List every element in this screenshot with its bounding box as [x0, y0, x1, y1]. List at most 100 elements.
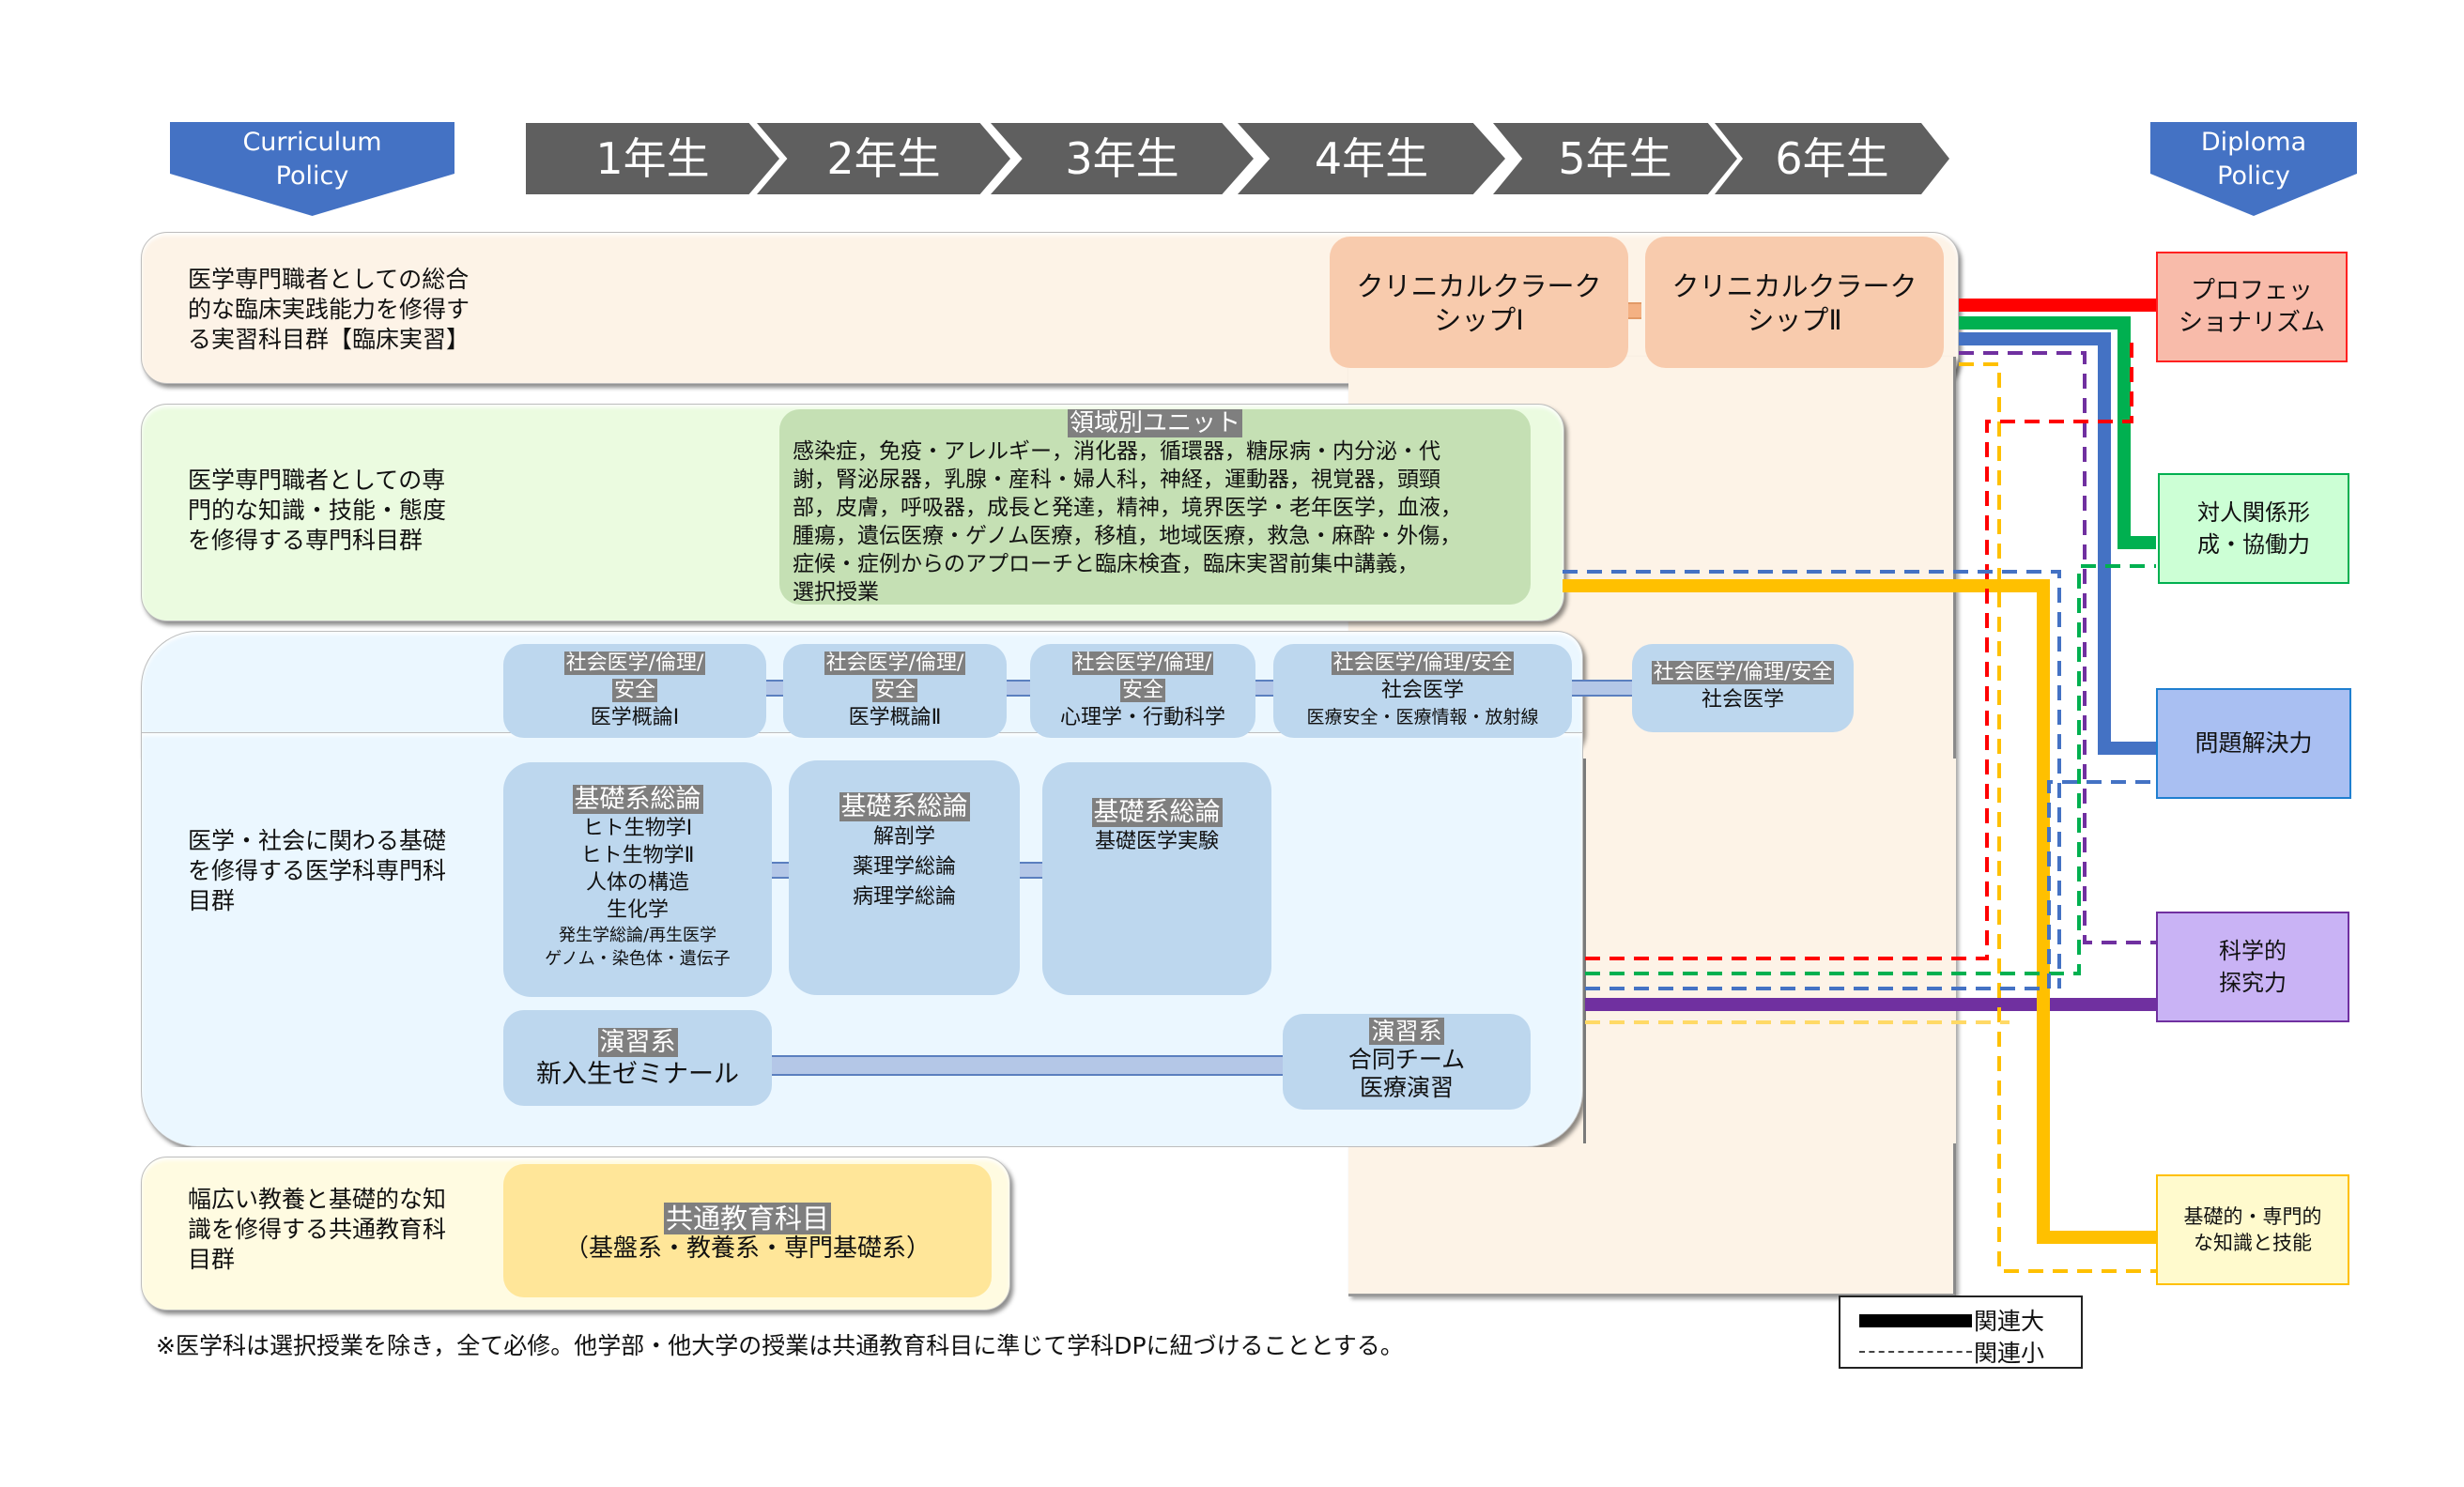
- footnote: ※医学科は選択授業を除き，全て必修。他学部・他大学の授業は共通教育科目に準じて学…: [156, 1332, 1404, 1359]
- category-tag: 安全: [611, 679, 657, 702]
- clerkship-2: クリニカルクラーク シップⅡ: [1645, 237, 1944, 368]
- basic-band-label: 医学・社会に関わる基礎 を修得する医学科専門科 目群: [188, 826, 446, 916]
- foundation-course-1: 基礎系総論 ヒト生物学Ⅰ ヒト生物学Ⅱ 人体の構造 生化学 発生学総論/再生医学…: [503, 762, 772, 997]
- legend-strong-label: 関連大: [1974, 1308, 2045, 1335]
- course-name: 病理学総論: [852, 885, 956, 909]
- label-line: を修得する医学科専門科: [188, 857, 447, 884]
- clerkship-1: クリニカルクラーク シップⅠ: [1330, 237, 1628, 368]
- unit-line: 症候・症例からのアプローチと臨床検査，臨床実習前集中講義，: [793, 552, 1419, 576]
- line-weak-blue-specialized: [1563, 570, 2061, 989]
- foundation-course-2: 基礎系総論 解剖学 薬理学総論 病理学総論: [789, 760, 1020, 995]
- category-tag: 社会医学/倫理/安全: [1651, 661, 1835, 684]
- curriculum-policy-line-1: Curriculum: [242, 128, 382, 157]
- exercise-course-2: 演習系 合同チーム 医療演習: [1283, 1014, 1531, 1110]
- exercise-connector: [770, 1055, 1286, 1076]
- dp-line: 対人関係形: [2197, 499, 2310, 526]
- social-course-5: 社会医学/倫理/安全 社会医学: [1632, 644, 1854, 732]
- unit-line: 部，皮膚，呼吸器，成長と発達，精神，境界医学・老年医学，血液，: [793, 496, 1462, 520]
- dp-line: 科学的: [2219, 938, 2287, 964]
- line-strong-interpersonal: [1959, 316, 2156, 549]
- legend-weak-swatch: [1859, 1351, 1972, 1353]
- label-line: 目群: [188, 887, 236, 914]
- course-name: 医学概論Ⅱ: [848, 706, 942, 729]
- category-tag: 社会医学/倫理/: [824, 652, 966, 675]
- clinical-band-label: 医学専門職者としての総合 的な臨床実践能力を修得す る実習科目群【臨床実習】: [188, 265, 470, 355]
- social-course-4: 社会医学/倫理/安全 社会医学 医療安全・医療情報・放射線: [1273, 644, 1572, 738]
- course-name: ヒト生物学Ⅱ: [580, 844, 695, 867]
- dp-line: プロフェッ: [2190, 277, 2313, 305]
- label-line: 的な臨床実践能力を修得す: [188, 296, 470, 323]
- label-line: 医学専門職者としての総合: [188, 266, 470, 293]
- label-line: を修得する専門科目群: [188, 527, 424, 554]
- line-strong-problem-solving: [1959, 332, 2156, 755]
- course-name: 新入生ゼミナール: [536, 1060, 739, 1089]
- clerkship-connector: [1625, 302, 1641, 319]
- category-tag: 基礎系総論: [839, 792, 970, 821]
- course-line: クリニカルクラーク: [1356, 270, 1602, 302]
- dp-line: 問題解決力: [2194, 729, 2313, 757]
- course-name: 薬理学総論: [852, 855, 956, 879]
- general-education-sub: （基盤系・教養系・専門基礎系）: [563, 1234, 931, 1263]
- year-4: 4年生: [1238, 123, 1505, 194]
- basic-band-notch: [1583, 759, 1956, 1143]
- year-3: 3年生: [991, 123, 1254, 194]
- unit-line: 選択授業: [793, 580, 879, 605]
- label-line: 幅広い教養と基礎的な知: [188, 1186, 447, 1213]
- specialized-band-label: 医学専門職者としての専 門的な知識・技能・態度 を修得する専門科目群: [188, 466, 446, 556]
- category-tag: 基礎系総論: [572, 785, 703, 814]
- exercise-course-1: 演習系 新入生ゼミナール: [503, 1010, 772, 1106]
- year-5: 5年生: [1493, 123, 1737, 194]
- unit-line: 感染症，免疫・アレルギー，消化器，循環器，糖尿病・内分泌・代: [793, 439, 1440, 464]
- course-name: 人体の構造: [585, 871, 689, 895]
- social-course-2: 社会医学/倫理/ 安全 医学概論Ⅱ: [783, 644, 1007, 738]
- dp-line: ショナリズム: [2178, 309, 2325, 337]
- general-band-label: 幅広い教養と基礎的な知 識を修得する共通教育科 目群: [188, 1185, 446, 1275]
- line-weak-blue-basic: [1585, 780, 2156, 990]
- course-name: 社会医学: [1701, 688, 1784, 712]
- dp-problem-solving: 問題解決力: [2156, 688, 2351, 799]
- category-tag: 安全: [1119, 679, 1165, 702]
- dp-line: 探究力: [2219, 970, 2287, 996]
- line-weak-yellow-clinical: [1959, 362, 2156, 1273]
- unit-line: 腫瘍，遺伝医療・ゲノム医療，移植，地域医療，救急・麻酔・外傷，: [793, 524, 1462, 548]
- category-tag: 安全: [871, 679, 917, 702]
- course-name: 発生学総論/再生医学: [558, 926, 717, 945]
- course-name: 合同チーム: [1348, 1046, 1466, 1073]
- line-weak-purple-clinical: [1959, 351, 2156, 944]
- legend-strong-swatch: [1859, 1314, 1972, 1327]
- year-6: 6年生: [1715, 123, 1949, 194]
- course-name: 医学概論Ⅰ: [590, 706, 680, 729]
- line-weak-green-basic: [1585, 564, 2156, 975]
- curriculum-policy-line-2: Policy: [275, 161, 349, 191]
- course-line: クリニカルクラーク: [1671, 270, 1917, 302]
- social-course-3: 社会医学/倫理/ 安全 心理学・行動科学: [1030, 644, 1255, 738]
- dp-professionalism: プロフェッショナリズム: [2156, 252, 2348, 362]
- year-2: 2年生: [757, 123, 1010, 194]
- label-line: 識を修得する共通教育科: [188, 1216, 447, 1243]
- foundation-course-3: 基礎系総論 基礎医学実験: [1042, 762, 1271, 995]
- dp-knowledge-skills: 基礎的・専門的な知識と技能: [2156, 1174, 2349, 1285]
- course-name: 医療演習: [1359, 1074, 1454, 1101]
- label-line: 医学専門職者としての専: [188, 467, 446, 494]
- unit-tag: 領域別ユニット: [1067, 409, 1242, 437]
- general-education-box: 共通教育科目 （基盤系・教養系・専門基礎系）: [503, 1164, 992, 1297]
- course-name: 基礎医学実験: [1094, 830, 1219, 853]
- category-tag: 社会医学/倫理/: [563, 652, 706, 675]
- course-name: 社会医学: [1380, 679, 1464, 702]
- dp-scientific-inquiry: 科学的探究力: [2156, 912, 2349, 1022]
- legend: 関連大 関連小: [1839, 1295, 2083, 1369]
- category-tag: 基礎系総論: [1091, 798, 1223, 827]
- course-name: 解剖学: [872, 825, 935, 849]
- unit-line: 謝，腎泌尿器，乳腺・産科・婦人科，神経，運動器，視覚器，頭頸: [793, 468, 1440, 492]
- diploma-policy-line-1: Diploma: [2200, 128, 2307, 157]
- diploma-policy-line-2: Policy: [2217, 161, 2290, 191]
- course-name: 生化学: [606, 898, 669, 922]
- label-line: 門的な知識・技能・態度: [188, 497, 447, 524]
- category-tag: 共通教育科目: [663, 1203, 831, 1234]
- category-tag: 演習系: [597, 1028, 678, 1057]
- dp-line: 成・協働力: [2197, 531, 2310, 558]
- label-line: 医学・社会に関わる基礎: [188, 827, 447, 854]
- dp-line: な知識と技能: [2194, 1232, 2312, 1254]
- social-course-1: 社会医学/倫理/ 安全 医学概論Ⅰ: [503, 644, 766, 738]
